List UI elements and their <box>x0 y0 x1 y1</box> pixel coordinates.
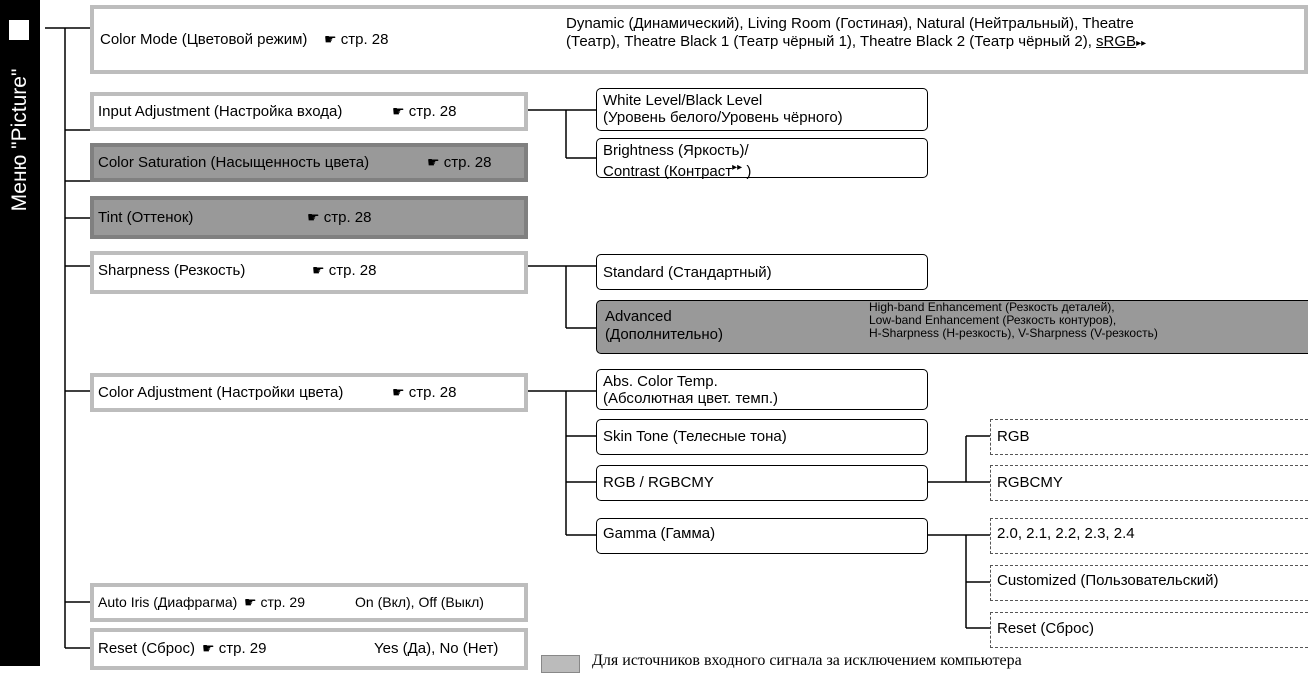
advanced-line2: (Дополнительно) <box>605 326 723 343</box>
color-adjustment-label: Color Adjustment (Настройки цвета) <box>98 384 344 401</box>
auto-iris-page-ref: стр. 29 <box>260 594 306 610</box>
reset-page-ref: стр. 29 <box>218 640 267 657</box>
menu-sidebar: Меню "Picture" <box>0 0 40 666</box>
reset-label: Reset (Сброс) <box>98 640 195 657</box>
skin-tone-label: Skin Tone (Телесные тона) <box>603 428 787 445</box>
color-saturation-ref: ☛ стр. 28 <box>427 154 491 171</box>
brightness-line2: Contrast (Контраст▸▸ ) <box>603 159 921 180</box>
rgb-dashed-node: RGB <box>990 419 1308 455</box>
white-black-level-node: White Level/Black Level (Уровень белого/… <box>596 88 928 131</box>
reset-values: Yes (Да), No (Нет) <box>374 640 499 657</box>
hand-pointer-icon: ☛ <box>427 154 440 170</box>
hand-pointer-icon: ☛ <box>307 209 320 225</box>
contrast-link[interactable]: Контраст <box>668 163 733 180</box>
input-adjustment-ref: ☛ стр. 28 <box>392 103 456 120</box>
rgbcmy-dashed-node: RGBCMY <box>990 465 1308 501</box>
gamma-reset-dashed-node: Reset (Сброс) <box>990 612 1308 648</box>
sharpness-label: Sharpness (Резкость) <box>98 262 246 279</box>
gamma-values-dashed-node: 2.0, 2.1, 2.2, 2.3, 2.4 <box>990 518 1308 554</box>
brightness-contrast-node: Brightness (Яркость)/ Contrast (Контраст… <box>596 138 928 180</box>
color-mode-values-text: (Театр), Theatre Black 1 (Театр чёрный 1… <box>566 33 1097 50</box>
white-black-level-line2: (Уровень белого/Уровень чёрного) <box>603 109 843 126</box>
gamma-label: Gamma (Гамма) <box>603 525 716 542</box>
contrast-text: Contrast ( <box>603 163 669 180</box>
color-adjustment-page-ref: стр. 28 <box>408 384 457 401</box>
hand-pointer-icon: ☛ <box>392 103 405 119</box>
rgbcmy-option: RGBCMY <box>997 474 1063 491</box>
reset-ref: ☛ стр. 29 <box>202 640 266 657</box>
advanced-line1: Advanced <box>605 308 672 325</box>
legend-grey-swatch <box>541 655 580 673</box>
rgb-rgbcmy-node: RGB / RGBCMY <box>596 465 928 501</box>
abs-color-temp-node: Abs. Color Temp. (Абсолютная цвет. темп.… <box>596 369 928 410</box>
auto-iris-values: On (Вкл), Off (Выкл) <box>355 594 484 610</box>
advanced-node: Advanced (Дополнительно) High-band Enhan… <box>596 300 1308 354</box>
customized-dashed-node: Customized (Пользовательский) <box>990 565 1308 601</box>
color-adjustment-item: Color Adjustment (Настройки цвета) ☛ стр… <box>90 373 528 412</box>
rgb-option: RGB <box>997 428 1030 445</box>
tint-ref: ☛ стр. 28 <box>307 209 371 226</box>
rgb-rgbcmy-label: RGB / RGBCMY <box>603 474 714 491</box>
glossary-marker-icon: ▸▸ <box>1136 38 1147 49</box>
abs-color-temp-line1: Abs. Color Temp. <box>603 373 718 390</box>
standard-label: Standard (Стандартный) <box>603 264 772 281</box>
color-mode-label: Color Mode (Цветовой режим) <box>100 31 308 48</box>
tint-label: Tint (Оттенок) <box>98 209 194 226</box>
hand-pointer-icon: ☛ <box>324 31 337 47</box>
advanced-option-3: H-Sharpness (H-резкость), V-Sharpness (V… <box>869 326 1158 340</box>
input-adjustment-label: Input Adjustment (Настройка входа) <box>98 103 343 120</box>
sharpness-item: Sharpness (Резкость) ☛ стр. 28 <box>90 251 528 294</box>
reset-item: Reset (Сброс) ☛ стр. 29 Yes (Да), No (Не… <box>90 628 528 670</box>
contrast-close: ) <box>742 163 752 180</box>
customized-option: Customized (Пользовательский) <box>997 572 1219 589</box>
auto-iris-ref: ☛ стр. 29 <box>244 594 305 611</box>
tint-item: Tint (Оттенок) ☛ стр. 28 <box>90 196 528 239</box>
skin-tone-node: Skin Tone (Телесные тона) <box>596 419 928 455</box>
sharpness-ref: ☛ стр. 28 <box>312 262 376 279</box>
glossary-marker-icon: ▸▸ <box>732 162 743 173</box>
sidebar-square-marker <box>9 20 29 40</box>
brightness-line1: Brightness (Яркость)/ <box>603 142 749 159</box>
color-saturation-label: Color Saturation (Насыщенность цвета) <box>98 154 370 171</box>
color-saturation-page-ref: стр. 28 <box>443 154 492 171</box>
auto-iris-item: Auto Iris (Диафрагма) ☛ стр. 29 On (Вкл)… <box>90 583 528 622</box>
input-adjustment-page-ref: стр. 28 <box>408 103 457 120</box>
abs-color-temp-line2: (Абсолютная цвет. темп.) <box>603 390 778 407</box>
hand-pointer-icon: ☛ <box>202 640 215 656</box>
standard-node: Standard (Стандартный) <box>596 254 928 290</box>
gamma-reset-option: Reset (Сброс) <box>997 620 1094 637</box>
hand-pointer-icon: ☛ <box>392 384 405 400</box>
color-mode-page-ref: стр. 28 <box>340 31 389 48</box>
color-mode-values-line2: (Театр), Theatre Black 1 (Театр чёрный 1… <box>566 33 1146 52</box>
hand-pointer-icon: ☛ <box>244 594 257 610</box>
advanced-option-1: High-band Enhancement (Резкость деталей)… <box>869 300 1115 314</box>
auto-iris-label: Auto Iris (Диафрагма) <box>98 594 238 610</box>
tint-page-ref: стр. 28 <box>323 209 372 226</box>
color-mode-item: Color Mode (Цветовой режим) ☛ стр. 28 Dy… <box>90 5 1308 74</box>
srgb-link[interactable]: sRGB <box>1096 33 1137 50</box>
gamma-node: Gamma (Гамма) <box>596 518 928 554</box>
color-mode-ref: ☛ стр. 28 <box>324 31 388 48</box>
legend-text: Для источников входного сигнала за исклю… <box>592 652 1022 669</box>
color-mode-values-line1: Dynamic (Динамический), Living Room (Гос… <box>566 15 1134 32</box>
input-adjustment-item: Input Adjustment (Настройка входа) ☛ стр… <box>90 92 528 131</box>
white-black-level-line1: White Level/Black Level <box>603 92 763 109</box>
color-saturation-item: Color Saturation (Насыщенность цвета) ☛ … <box>90 143 528 182</box>
hand-pointer-icon: ☛ <box>312 262 325 278</box>
color-adjustment-ref: ☛ стр. 28 <box>392 384 456 401</box>
advanced-option-2: Low-band Enhancement (Резкость контуров)… <box>869 313 1117 327</box>
sharpness-page-ref: стр. 28 <box>328 262 377 279</box>
gamma-values-option: 2.0, 2.1, 2.2, 2.3, 2.4 <box>997 525 1135 542</box>
